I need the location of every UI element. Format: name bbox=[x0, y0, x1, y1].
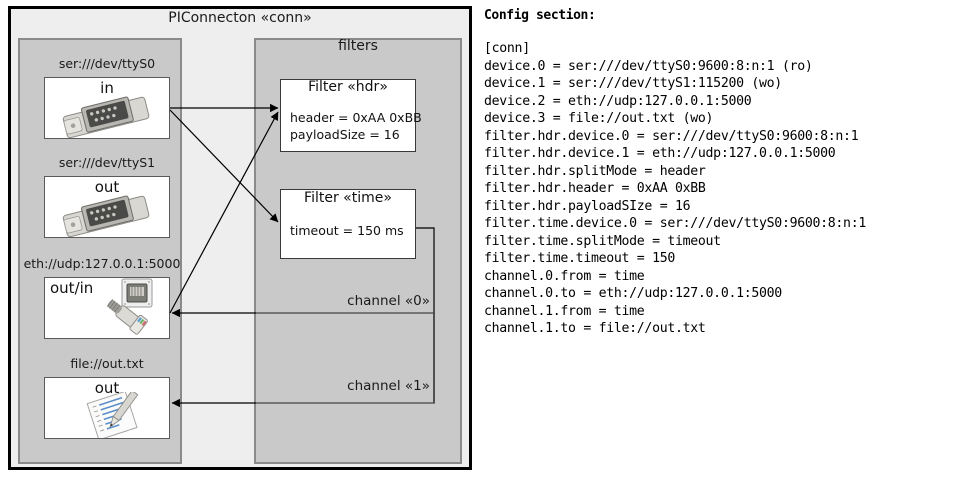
filters-group-title: filters bbox=[338, 38, 378, 54]
page-title: PIConnecton «conn» bbox=[168, 10, 312, 26]
config-line: channel.0.to = eth://udp:127.0.0.1:5000 bbox=[484, 286, 782, 301]
device-label-ser0: ser:///dev/ttyS0 bbox=[58, 56, 156, 71]
config-line: device.0 = ser:///dev/ttyS0:9600:8:n:1 (… bbox=[484, 58, 813, 74]
filter-prop-hdr-header: header = 0xAA 0xBB bbox=[290, 110, 422, 125]
config-line: filter.time.splitMode = timeout bbox=[484, 233, 721, 249]
config-heading: Config section: bbox=[484, 8, 596, 23]
device-io-ser1: out bbox=[94, 178, 120, 196]
filter-title-time: Filter «time» bbox=[304, 190, 392, 206]
config-line: filter.time.timeout = 150 bbox=[484, 251, 675, 266]
document-pen-icon bbox=[86, 389, 142, 442]
filter-prop-time-timeout: timeout = 150 ms bbox=[290, 223, 404, 238]
device-label-ser1: ser:///dev/ttyS1 bbox=[58, 155, 156, 170]
channel-label-1: channel «1» bbox=[347, 378, 430, 394]
serial-connector-icon bbox=[58, 96, 158, 142]
config-line: filter.hdr.device.0 = ser:///dev/ttyS0:9… bbox=[484, 128, 859, 144]
ethernet-connector-icon bbox=[104, 278, 166, 342]
channel-label-0: channel «0» bbox=[347, 293, 430, 309]
config-section: Config section: [conn] device.0 = ser:///… bbox=[478, 0, 964, 484]
config-line: channel.1.to = file://out.txt bbox=[484, 321, 706, 336]
config-line: device.2 = eth://udp:127.0.0.1:5000 bbox=[484, 93, 752, 109]
config-line: [conn] bbox=[484, 41, 530, 56]
filter-title-hdr: Filter «hdr» bbox=[308, 79, 388, 95]
config-line: filter.time.device.0 = ser:///dev/ttyS0:… bbox=[484, 216, 866, 231]
config-line: filter.hdr.payloadSIze = 16 bbox=[484, 198, 691, 214]
config-line: device.1 = ser:///dev/ttyS1:115200 (wo) bbox=[484, 76, 782, 91]
device-io-ser0: in bbox=[100, 79, 114, 97]
device-io-file: out bbox=[94, 379, 120, 397]
config-lines: [conn] device.0 = ser:///dev/ttyS0:9600:8… bbox=[484, 40, 866, 338]
filter-box-hdr[interactable] bbox=[280, 79, 416, 152]
config-line: device.3 = file://out.txt (wo) bbox=[484, 111, 714, 126]
serial-connector-icon bbox=[58, 195, 158, 241]
filter-prop-hdr-payloadsize: payloadSize = 16 bbox=[290, 127, 400, 142]
device-label-file: file://out.txt bbox=[70, 356, 144, 371]
config-line: filter.hdr.splitMode = header bbox=[484, 163, 706, 179]
config-line: filter.hdr.device.1 = eth://udp:127.0.0.… bbox=[484, 146, 836, 161]
config-line: channel.0.from = time bbox=[484, 268, 645, 284]
architecture-diagram: PIConnecton «conn» ser:///dev/ttyS0 in bbox=[0, 0, 478, 484]
device-io-eth: out/in bbox=[50, 279, 94, 297]
config-line: channel.1.from = time bbox=[484, 303, 645, 319]
config-line: filter.hdr.header = 0xAA 0xBB bbox=[484, 181, 706, 196]
device-label-eth: eth://udp:127.0.0.1:5000 bbox=[23, 256, 181, 271]
